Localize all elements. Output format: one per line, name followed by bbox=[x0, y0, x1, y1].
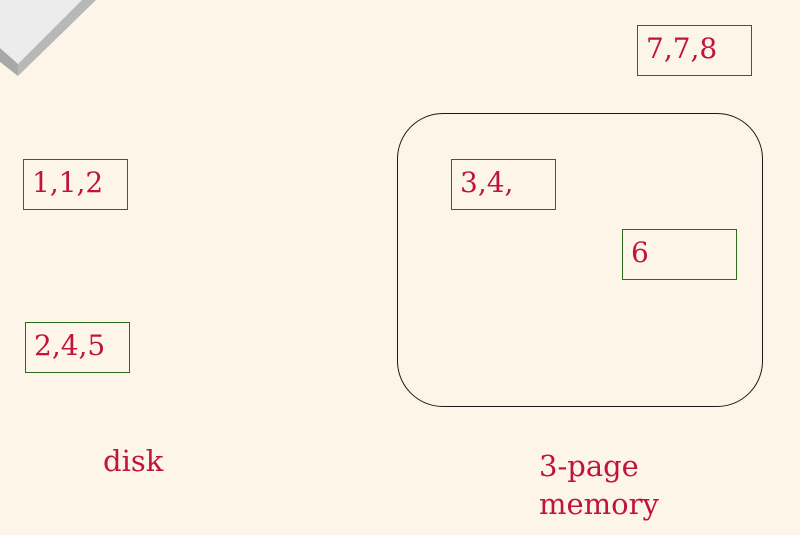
disk-page-2: 2,4,5 bbox=[25, 322, 130, 373]
memory-page-1: 3,4, bbox=[451, 159, 556, 210]
memory-label-line-1: 3-page bbox=[539, 449, 639, 483]
incoming-page: 7,7,8 bbox=[637, 25, 752, 76]
slide-corner-decoration bbox=[0, 0, 96, 76]
memory-label-line-2: memory bbox=[539, 487, 659, 521]
memory-page-2: 6 bbox=[622, 229, 737, 280]
disk-label: disk bbox=[103, 444, 164, 478]
disk-page-1: 1,1,2 bbox=[23, 159, 128, 210]
memory-frame bbox=[397, 113, 763, 407]
